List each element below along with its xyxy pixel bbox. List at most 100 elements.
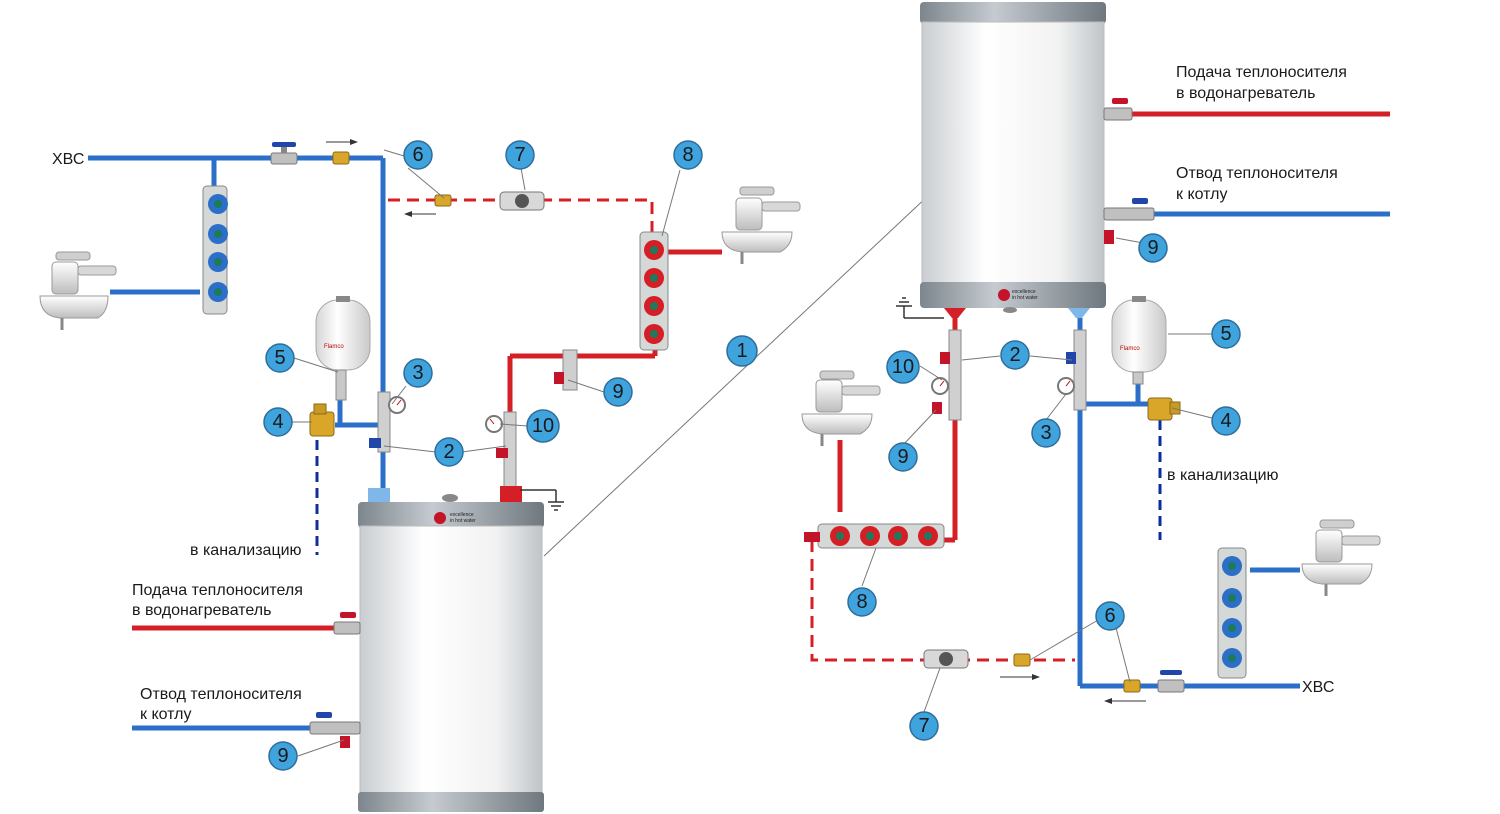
label-supply-right-2: в водонагреватель — [1176, 85, 1315, 102]
faucet-right-hot — [801, 370, 881, 446]
ball-valve-left-cold — [270, 142, 298, 165]
badge-left-4: 4 — [263, 407, 293, 437]
check-valve-right-6b — [1123, 679, 1141, 693]
badge-right-10: 10 — [886, 350, 920, 384]
supply-valve-right — [1103, 98, 1133, 121]
label-sewer-right: в канализацию — [1167, 467, 1279, 484]
pressure-gauge-left-3 — [369, 391, 406, 453]
svg-text:9: 9 — [277, 745, 288, 767]
svg-text:7: 7 — [514, 144, 525, 166]
flow-arrow-right-1 — [1000, 674, 1040, 680]
recirculation-pump-right — [923, 649, 969, 669]
pressure-gauge-left-10 — [485, 411, 517, 493]
supply-valve-left — [333, 612, 361, 635]
ball-valve-right-cold — [1157, 670, 1185, 693]
badge-right-6: 6 — [1095, 601, 1125, 631]
svg-text:6: 6 — [412, 144, 423, 166]
label-hvs-left: ХВС — [52, 151, 84, 168]
safety-group-left — [309, 403, 335, 437]
hot-manifold-right — [804, 523, 945, 549]
svg-text:2: 2 — [443, 441, 454, 463]
label-return-left-1: Отвод теплоносителя — [140, 686, 302, 703]
badge-right-7: 7 — [909, 711, 939, 741]
recirculation-line-right — [810, 540, 1075, 662]
faucet-left-hot — [721, 186, 801, 264]
flow-arrow-left-2 — [404, 211, 436, 217]
cold-water-pipes-left — [88, 155, 386, 731]
pressure-gauge-right-3 — [1057, 329, 1087, 411]
flow-arrow-right-2 — [1104, 698, 1146, 704]
check-valve-left-6b — [434, 194, 452, 207]
check-valve-right-6a — [1013, 653, 1031, 667]
check-valve-left-6a — [332, 151, 350, 165]
safety-group-right — [1147, 397, 1181, 421]
cold-manifold-left — [202, 185, 228, 315]
return-valve-right — [1103, 198, 1155, 244]
faucet-right-cold — [1301, 519, 1381, 596]
svg-text:5: 5 — [1220, 323, 1231, 345]
ground-symbol-left — [520, 489, 564, 511]
badge-left-5: 5 — [265, 343, 295, 373]
svg-text:3: 3 — [412, 362, 423, 384]
leader-lines-right — [861, 237, 1213, 713]
svg-text:9: 9 — [1147, 237, 1158, 259]
cold-manifold-right — [1217, 547, 1247, 679]
badge-right-5: 5 — [1211, 319, 1241, 349]
flow-arrow-left-1 — [326, 139, 358, 145]
faucet-left-cold — [39, 251, 117, 330]
svg-text:8: 8 — [682, 144, 693, 166]
svg-text:3: 3 — [1040, 422, 1051, 444]
badge-left-10: 10 — [526, 409, 560, 443]
tank-brand-left-1: excellence — [450, 512, 474, 518]
return-valve-left — [309, 712, 361, 748]
svg-text:7: 7 — [918, 715, 929, 737]
leader-lines-left — [292, 149, 931, 757]
badge-left-2: 2 — [434, 437, 464, 467]
valve-left-9-top — [554, 349, 578, 391]
left-scheme: Flamco — [39, 139, 931, 812]
badge-left-6: 6 — [403, 140, 433, 170]
label-supply-right-1: Подача теплоносителя — [1176, 64, 1347, 81]
svg-text:4: 4 — [272, 411, 283, 433]
badge-right-4: 4 — [1211, 406, 1241, 436]
label-return-right-1: Отвод теплоносителя — [1176, 165, 1338, 182]
svg-text:2: 2 — [1009, 344, 1020, 366]
vessel-brand-left: Flamco — [324, 344, 344, 350]
badge-left-7: 7 — [505, 140, 535, 170]
label-supply-left-2: в водонагреватель — [132, 602, 271, 619]
ground-symbol-right — [896, 297, 944, 319]
tank-brand-right-2: in hot water — [1012, 295, 1038, 301]
label-return-left-2: к котлу — [140, 706, 191, 723]
badge-1: 1 — [726, 335, 758, 367]
svg-text:6: 6 — [1104, 605, 1115, 627]
badge-right-8: 8 — [847, 587, 877, 617]
right-scheme: excellence in hot water — [801, 2, 1390, 741]
hot-manifold-left — [639, 231, 669, 351]
pressure-gauge-right-10 — [931, 329, 962, 421]
tank-brand-left-2: in hot water — [450, 518, 476, 524]
badge-left-9-top: 9 — [603, 377, 633, 407]
svg-text:8: 8 — [856, 591, 867, 613]
badge-right-9-top: 9 — [1138, 233, 1168, 263]
svg-text:4: 4 — [1220, 410, 1231, 432]
svg-text:1: 1 — [736, 340, 747, 362]
label-sewer-left: в канализацию — [190, 542, 302, 559]
badge-left-3: 3 — [403, 358, 433, 388]
water-heater-tank-left: excellence in hot water — [358, 486, 544, 812]
recirculation-pump-left — [499, 191, 545, 211]
badge-left-9-bottom: 9 — [268, 741, 298, 771]
svg-text:10: 10 — [532, 415, 554, 437]
water-heater-tank-right: excellence in hot water — [920, 2, 1106, 318]
label-hvs-right: ХВС — [1302, 679, 1334, 696]
svg-text:9: 9 — [612, 381, 623, 403]
svg-text:5: 5 — [274, 347, 285, 369]
expansion-vessel-left: Flamco — [315, 296, 371, 401]
expansion-vessel-right: Flamco — [1111, 296, 1167, 385]
svg-text:9: 9 — [897, 446, 908, 468]
badge-right-2: 2 — [1000, 340, 1030, 370]
badge-right-3: 3 — [1031, 418, 1061, 448]
badge-left-8: 8 — [673, 140, 703, 170]
label-return-right-2: к котлу — [1176, 186, 1227, 203]
label-supply-left-1: Подача теплоносителя — [132, 582, 303, 599]
